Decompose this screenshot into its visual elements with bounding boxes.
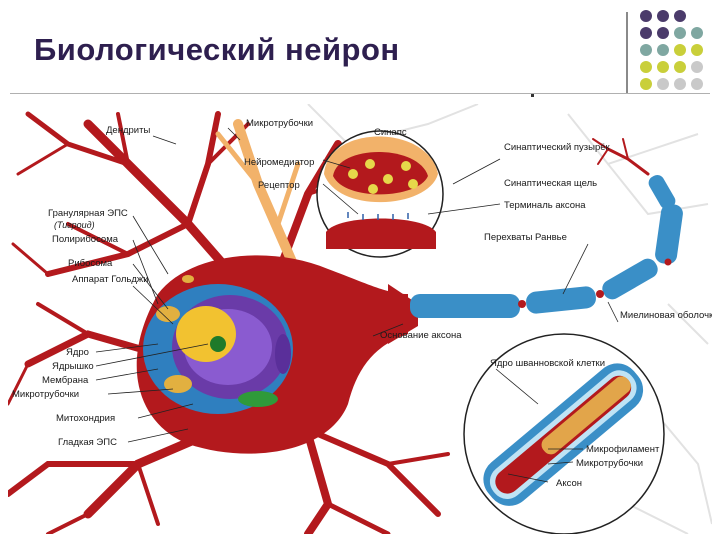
dot-icon (657, 10, 669, 22)
dot-icon (640, 61, 652, 73)
label-ribosome: Рибосома (68, 258, 113, 269)
dot-icon (691, 44, 703, 56)
label-synaptic-vesicle-text: Синаптический пузырёк (504, 142, 611, 153)
title-divider-horizontal (10, 93, 710, 94)
label-axon: Аксон (556, 478, 582, 489)
label-microtubules-top: Микротрубочки (246, 118, 313, 129)
dot-icon (674, 61, 686, 73)
label-receptor: Рецептор (258, 180, 300, 191)
label-schwann-nucleus: Ядро шванновской клетки (490, 358, 605, 369)
label-smooth-er: Гладкая ЭПС (58, 437, 117, 448)
label-nucleus: Ядро (66, 347, 89, 358)
dot-icon (674, 44, 686, 56)
label-microfilament: Микрофиламент (586, 444, 660, 455)
label-neurotransmitter: Нейромедиатор (244, 157, 314, 168)
label-membrane: Мембрана (42, 375, 89, 386)
label-nucleolus: Ядрышко (52, 361, 94, 372)
dot-icon (674, 27, 686, 39)
dot-icon (691, 61, 703, 73)
neuron-diagram: Дендриты Микротрубочки Синапс Синаптичес… (8, 104, 712, 534)
dot-icon (640, 78, 652, 90)
label-granular-er: Гранулярная ЭПС (48, 208, 128, 219)
dot-icon (640, 10, 652, 22)
label-axon-terminal: Терминаль аксона (504, 200, 586, 211)
label-synapse: Синапс (374, 127, 407, 138)
label-axon-hillock: Основание аксона (380, 330, 462, 341)
dot-icon (674, 10, 686, 22)
dot-icon (640, 27, 652, 39)
orange-dendrite (218, 124, 298, 264)
label-golgi: Аппарат Гольджи (72, 274, 149, 285)
stray-mark (531, 94, 534, 97)
label-polyribosome: Полирибосома (52, 234, 119, 245)
label-tigroid: (Тигроид) (54, 220, 95, 230)
title-divider-vertical (626, 12, 628, 94)
label-myelin-sheath: Миелиновая оболочка (620, 310, 712, 321)
label-ranvier-nodes: Перехваты Ранвье (484, 232, 567, 243)
dot-icon (657, 61, 669, 73)
label-microtubules-left: Микротрубочки (12, 389, 79, 400)
dot-icon (657, 78, 669, 90)
decorative-dot-grid (640, 10, 710, 92)
dot-icon (691, 78, 703, 90)
dot-icon (691, 27, 703, 39)
label-dendrites: Дендриты (106, 125, 150, 136)
dot-icon (657, 27, 669, 39)
synapse-inset (317, 131, 443, 257)
label-synaptic-cleft: Синаптическая щель (504, 178, 597, 189)
slide-title: Биологический нейрон (34, 32, 400, 68)
dot-icon (674, 78, 686, 90)
label-mitochondria: Митохондрия (56, 413, 115, 424)
label-microtubules-inset: Микротрубочки (576, 458, 643, 469)
label-synaptic-vesicle: Синаптический пузырёк (504, 142, 611, 153)
dot-icon (640, 44, 652, 56)
myelinated-axon (410, 172, 684, 318)
dot-icon (657, 44, 669, 56)
